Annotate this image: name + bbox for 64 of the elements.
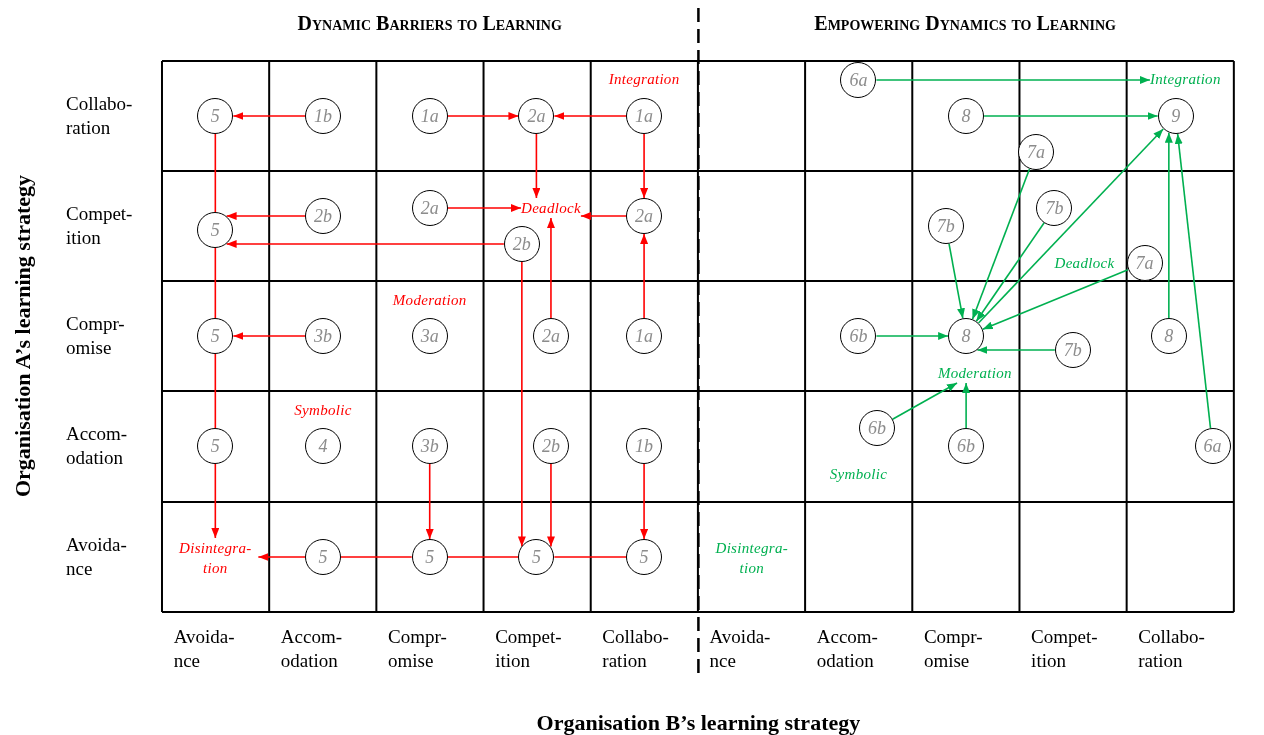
row-label: Compr- omise xyxy=(65,312,126,360)
connector-line xyxy=(446,556,520,558)
arrow xyxy=(640,463,649,540)
outcome-label: Deadlock xyxy=(1054,253,1115,273)
arrow xyxy=(257,553,306,561)
connector-line xyxy=(214,353,217,429)
column-label: Compet- ition xyxy=(1031,625,1099,673)
row-label: Compet- ition xyxy=(65,202,134,250)
section-heading: Dynamic Barriers to Learning xyxy=(297,11,562,36)
column-label: Compr- omise xyxy=(923,625,984,673)
arrow xyxy=(546,217,555,319)
connector-line xyxy=(553,556,627,558)
arrow xyxy=(976,346,1056,354)
outcome-label: Moderation xyxy=(937,363,1012,383)
section-heading: Empowering Dynamics to Learning xyxy=(814,11,1116,36)
arrow xyxy=(875,76,1151,84)
column-label: Collabo- ration xyxy=(1138,625,1206,673)
outcome-label: Symbolic xyxy=(294,400,352,420)
arrow xyxy=(425,463,434,540)
arrow xyxy=(640,233,649,319)
arrow xyxy=(225,240,505,248)
arrow xyxy=(517,261,526,548)
arrow xyxy=(580,212,627,220)
column-label: Accom- odation xyxy=(280,625,343,673)
arrow xyxy=(891,382,958,420)
column-label: Accom- odation xyxy=(816,625,879,673)
connector-line xyxy=(340,556,413,558)
column-label: Compr- omise xyxy=(388,625,448,673)
connector-line xyxy=(214,247,217,319)
column-label: Avoida- nce xyxy=(173,625,236,673)
row-label: Avoida- nce xyxy=(65,533,128,581)
arrow xyxy=(983,112,1159,120)
arrow xyxy=(640,133,649,199)
arrow xyxy=(446,204,522,212)
outcome-label: Moderation xyxy=(392,290,467,310)
arrow xyxy=(971,168,1031,320)
axis-title: Organisation A’s learning strategy xyxy=(8,175,36,497)
column-label: Collabo- ration xyxy=(602,625,670,673)
row-label: Accom- odation xyxy=(65,422,129,470)
arrow xyxy=(211,463,220,539)
arrow xyxy=(1174,133,1212,429)
column-label: Compet- ition xyxy=(495,625,563,673)
column-label: Avoida- nce xyxy=(709,625,772,673)
connector-line xyxy=(214,133,217,213)
outcome-label: Disintegra- tion xyxy=(172,538,259,578)
outcome-label: Integration xyxy=(608,69,680,89)
arrow xyxy=(977,128,1164,324)
arrow xyxy=(532,133,541,199)
arrow xyxy=(446,112,520,120)
arrow xyxy=(962,382,971,429)
arrow xyxy=(875,332,949,340)
arrow xyxy=(975,222,1045,322)
arrow xyxy=(948,242,965,320)
outcome-label: Integration xyxy=(1149,69,1221,89)
arrow xyxy=(546,463,555,548)
row-label: Collabo- ration xyxy=(65,92,134,140)
arrow xyxy=(225,212,306,220)
arrow xyxy=(232,112,306,120)
axis-title: Organisation B’s learning strategy xyxy=(536,708,861,735)
outcome-label: Deadlock xyxy=(521,198,581,218)
outcome-label: Symbolic xyxy=(829,464,888,484)
outcome-label: Disintegra- tion xyxy=(708,538,795,578)
arrow xyxy=(553,112,627,120)
arrow xyxy=(232,332,306,340)
